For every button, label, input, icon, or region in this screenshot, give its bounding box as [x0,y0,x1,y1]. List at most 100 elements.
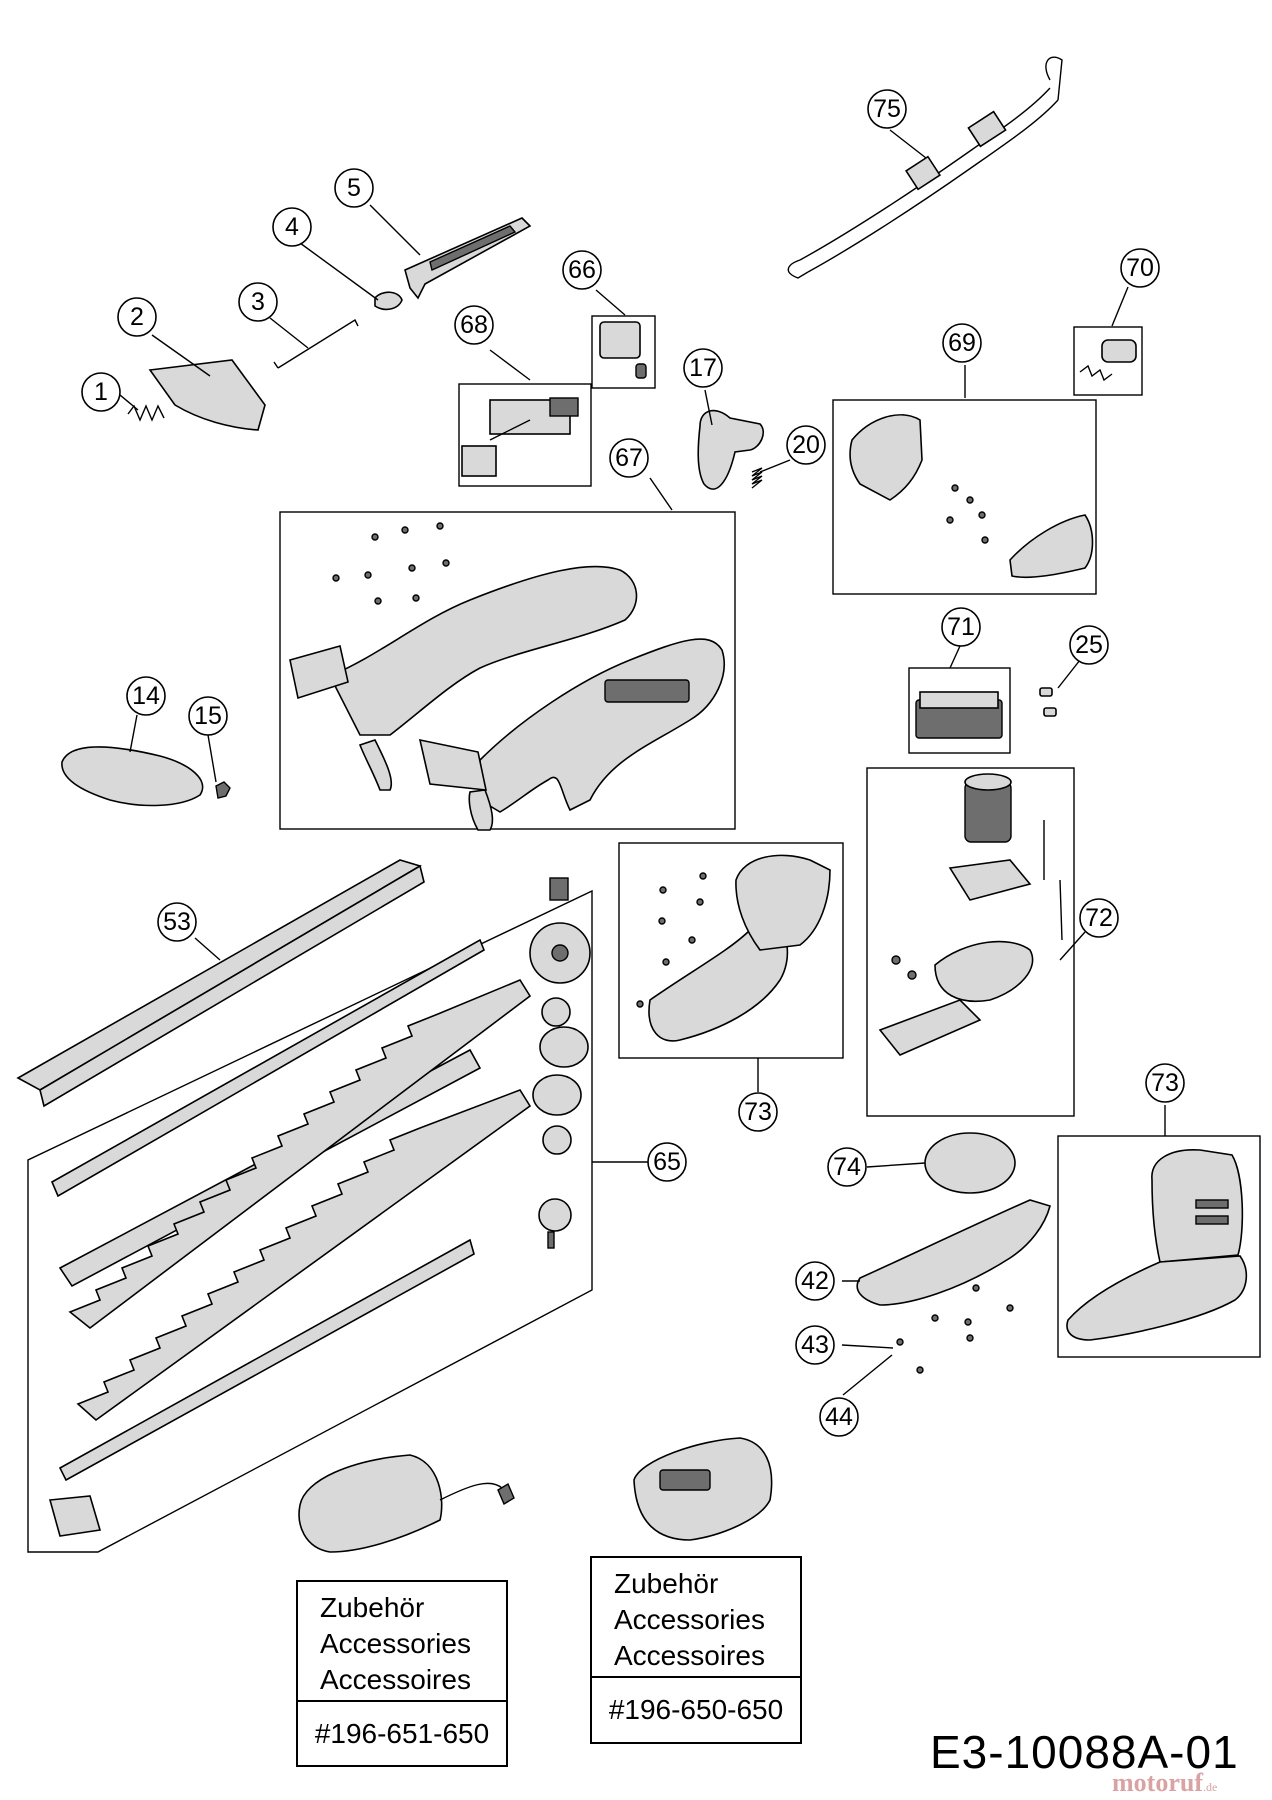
callout-70: 70 [1120,248,1160,288]
callout-label: 4 [285,213,299,241]
callout-label: 53 [163,908,191,936]
spring-group-outline [1073,326,1143,396]
accessory-box-charger: Zubehör Accessories Accessoires #196-651… [296,1580,508,1767]
shoulder-strap [787,56,1063,279]
callout-53: 53 [157,902,197,942]
accessory-box-battery: Zubehör Accessories Accessoires #196-650… [590,1556,802,1744]
front-handle-housing [418,638,725,831]
callout-label: 20 [792,431,820,459]
accessory-label-de: Zubehör [614,1568,719,1599]
handle-screws [332,522,450,605]
leader-lines [119,129,1166,1396]
callout-label: 75 [873,95,901,123]
callout-42: 42 [795,1261,835,1301]
callout-72: 72 [1079,898,1119,938]
cutting-blades [48,979,532,1537]
switch-terminal [461,397,579,477]
accessory-label-de: Zubehör [320,1592,425,1623]
callout-1: 1 [81,372,121,412]
clip-part [374,291,403,311]
callout-label: 2 [130,303,144,331]
accessory-part-number: #196-651-650 [314,1718,490,1749]
callout-2: 2 [117,297,157,337]
callout-73: 73 [738,1092,778,1132]
callout-label: 1 [94,378,108,406]
spring-part [127,404,165,422]
front-housing [1066,1149,1248,1341]
callout-label: 71 [947,613,975,641]
callout-75: 75 [867,89,907,129]
spring-clips [1079,339,1137,382]
accessory-part-number: #196-650-650 [608,1694,784,1725]
accessory-label-fr: Accessoires [614,1640,765,1671]
handle-bar [404,217,532,300]
callout-15: 15 [188,696,228,736]
callout-label: 69 [948,329,976,357]
battery-pack [633,1437,773,1541]
callout-17: 17 [683,348,723,388]
callout-14: 14 [126,676,166,716]
callout-label: 44 [825,1403,853,1431]
gear-housing-group-outline [618,842,844,1059]
callout-label: 14 [132,682,160,710]
callout-65: 65 [647,1142,687,1182]
callout-66: 66 [562,250,602,290]
button-group-outline [591,315,656,389]
callout-label: 68 [460,311,488,339]
drawing-code: E3-10088A-01 [930,1726,1239,1778]
callout-label: 25 [1075,631,1103,659]
callout-label: 5 [347,174,361,202]
callout-label: 74 [833,1153,861,1181]
trigger-spring [751,467,763,489]
callout-label: 73 [1151,1069,1179,1097]
motor-group-outline [866,767,1075,1117]
pcb-group-outline [908,667,1011,754]
rear-handle-housing [289,565,638,791]
callout-73: 73 [1145,1063,1185,1103]
callout-label: 17 [689,354,717,382]
gear-base [856,1199,1051,1306]
cover-group-outline [832,399,1097,595]
accessory-labels: Zubehör Accessories Accessoires [298,1582,506,1702]
small-pins [1039,687,1057,717]
callout-71: 71 [941,607,981,647]
accessory-labels: Zubehör Accessories Accessoires [592,1558,800,1678]
blade-rail [16,859,486,1198]
lever-part [148,359,266,431]
battery-charger [298,1454,515,1553]
gear-housing [636,854,831,1042]
gear-plate [924,1132,1016,1194]
accessory-label-fr: Accessoires [320,1664,471,1695]
watermark: motoruf.de [1112,1768,1217,1798]
callout-68: 68 [454,305,494,345]
drive-gear [529,877,591,1249]
accessory-label-en: Accessories [320,1628,471,1659]
callout-74: 74 [827,1147,867,1187]
accessory-label-en: Accessories [614,1604,765,1635]
callout-3: 3 [238,282,278,322]
callout-4: 4 [272,207,312,247]
callout-44: 44 [819,1397,859,1437]
callout-20: 20 [786,425,826,465]
callout-label: 66 [568,256,596,284]
base-screws [896,1284,1014,1374]
blade-guard [61,746,204,807]
callout-69: 69 [942,323,982,363]
callout-label: 43 [801,1331,829,1359]
rod-part [273,318,359,369]
blade-group-outline [27,889,593,1553]
callout-label: 70 [1126,254,1154,282]
callout-label: 72 [1085,904,1113,932]
motor-cover [849,414,1094,579]
watermark-tld: .de [1202,1780,1218,1794]
callout-5: 5 [334,168,374,208]
handle-group-outline [279,511,736,830]
front-housing-group-outline [1057,1135,1261,1358]
control-board [915,691,1003,739]
switch-group-outline [458,383,592,487]
watermark-brand: motoruf [1112,1768,1203,1797]
callout-label: 67 [615,444,643,472]
callout-67: 67 [609,438,649,478]
callout-label: 73 [744,1098,772,1126]
